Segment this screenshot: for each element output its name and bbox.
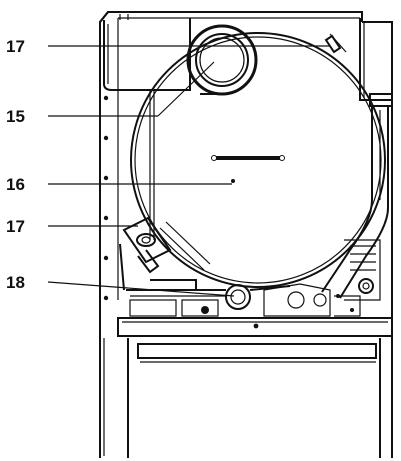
lower-clip (119, 216, 211, 291)
right-pipe (321, 93, 393, 301)
callout-label-15: 15 (6, 107, 25, 126)
main-drum (130, 32, 386, 288)
callout-label-16: 16 (6, 175, 25, 194)
callout-label-17-upper: 17 (6, 37, 25, 56)
callout-labels: 17 15 16 17 18 (6, 37, 25, 292)
callout-label-18: 18 (6, 273, 25, 292)
upper-clip (324, 33, 347, 54)
cabinet-base (99, 330, 393, 458)
base-plate (117, 317, 393, 337)
callout-leaders (47, 45, 330, 297)
burner-tray (126, 278, 374, 317)
top-left-hood (103, 14, 191, 240)
flue-collar (186, 24, 258, 96)
leader-15-diag (157, 61, 215, 117)
leader-18 (47, 281, 235, 297)
callout-label-17-lower: 17 (6, 217, 25, 236)
